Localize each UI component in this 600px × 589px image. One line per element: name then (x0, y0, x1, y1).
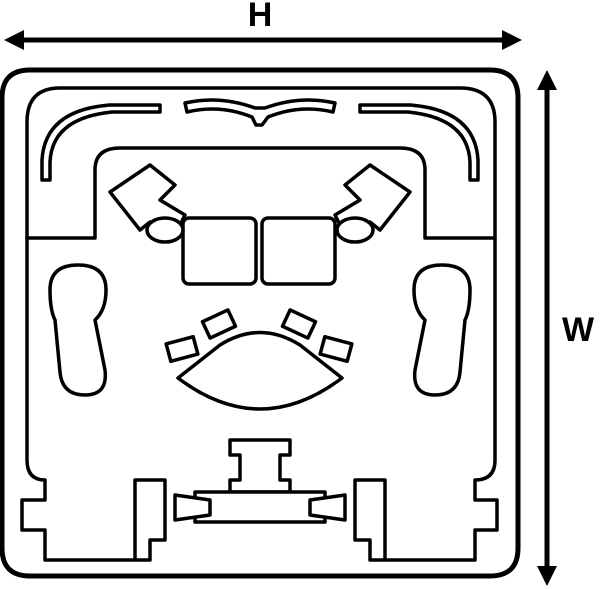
right-clip-roller (335, 216, 375, 244)
right-corner-rail (358, 103, 480, 182)
horizontal-dimension: H (4, 0, 522, 50)
vertical-dimension: W (537, 70, 595, 586)
left-clip-roller (145, 216, 185, 244)
arc-sector (176, 330, 344, 411)
stem (228, 438, 292, 494)
base-outline (0, 67, 521, 579)
arc-element (164, 308, 354, 411)
arrowhead-top (537, 70, 557, 90)
top-latch (183, 98, 337, 127)
arc-tab-1 (164, 334, 200, 364)
stem-base (193, 490, 327, 524)
arc-tab-3 (280, 308, 318, 340)
upper-shelf (25, 146, 497, 240)
foot-left (173, 493, 212, 522)
arrowhead-left (4, 30, 24, 50)
left-clip (108, 163, 187, 244)
horizontal-dimension-label: H (248, 0, 273, 34)
mounting-plate-outline (20, 86, 499, 562)
arrowhead-bottom (537, 566, 557, 586)
vertical-dimension-label: W (562, 311, 595, 349)
right-oblong-hole (412, 263, 472, 397)
right-clip (333, 163, 412, 244)
left-corner-rail (40, 103, 162, 182)
arc-tab-4 (318, 334, 354, 364)
center-slots (181, 216, 337, 286)
foot-right (308, 493, 347, 522)
bottom-stem (173, 438, 347, 524)
slot-left (181, 216, 258, 286)
arrowhead-right (502, 30, 522, 50)
left-oblong-hole (48, 263, 108, 397)
slot-right (260, 216, 337, 286)
arc-tab-2 (200, 308, 238, 340)
